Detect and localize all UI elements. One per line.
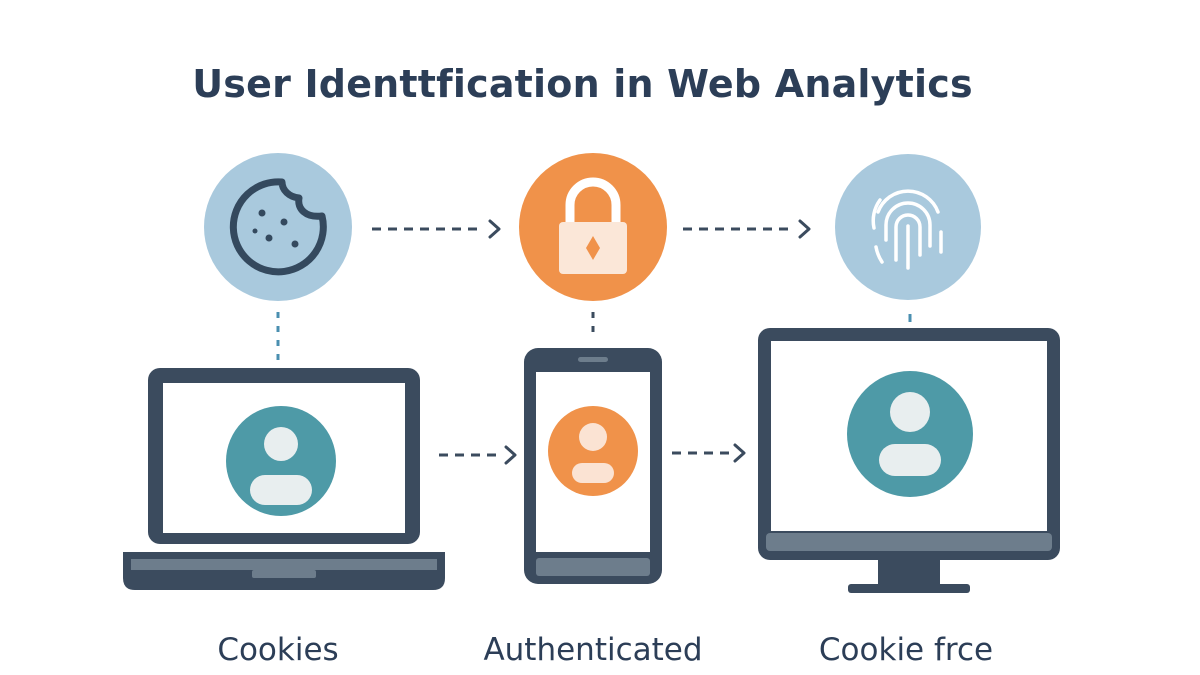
arrow-laptop-to-phone xyxy=(439,445,517,465)
user-avatar xyxy=(548,406,638,496)
label-cookie-free: Cookie frce xyxy=(818,632,994,668)
cookie-icon xyxy=(204,153,352,301)
lock-icon xyxy=(519,153,667,301)
user-avatar xyxy=(226,406,336,516)
label-authenticated: Authenticated xyxy=(483,632,703,668)
label-cookies: Cookies xyxy=(217,632,339,668)
desktop-monitor-device xyxy=(758,328,1060,593)
smartphone-device xyxy=(524,348,662,584)
arrow-cookie-to-lock xyxy=(372,219,501,239)
fingerprint-icon xyxy=(835,154,981,300)
arrow-lock-to-fingerprint xyxy=(683,219,811,239)
user-avatar xyxy=(847,371,973,497)
laptop-device xyxy=(123,368,445,590)
diagram-title: User Identtfication in Web Analytics xyxy=(192,62,973,106)
arrow-phone-to-monitor xyxy=(672,443,746,463)
